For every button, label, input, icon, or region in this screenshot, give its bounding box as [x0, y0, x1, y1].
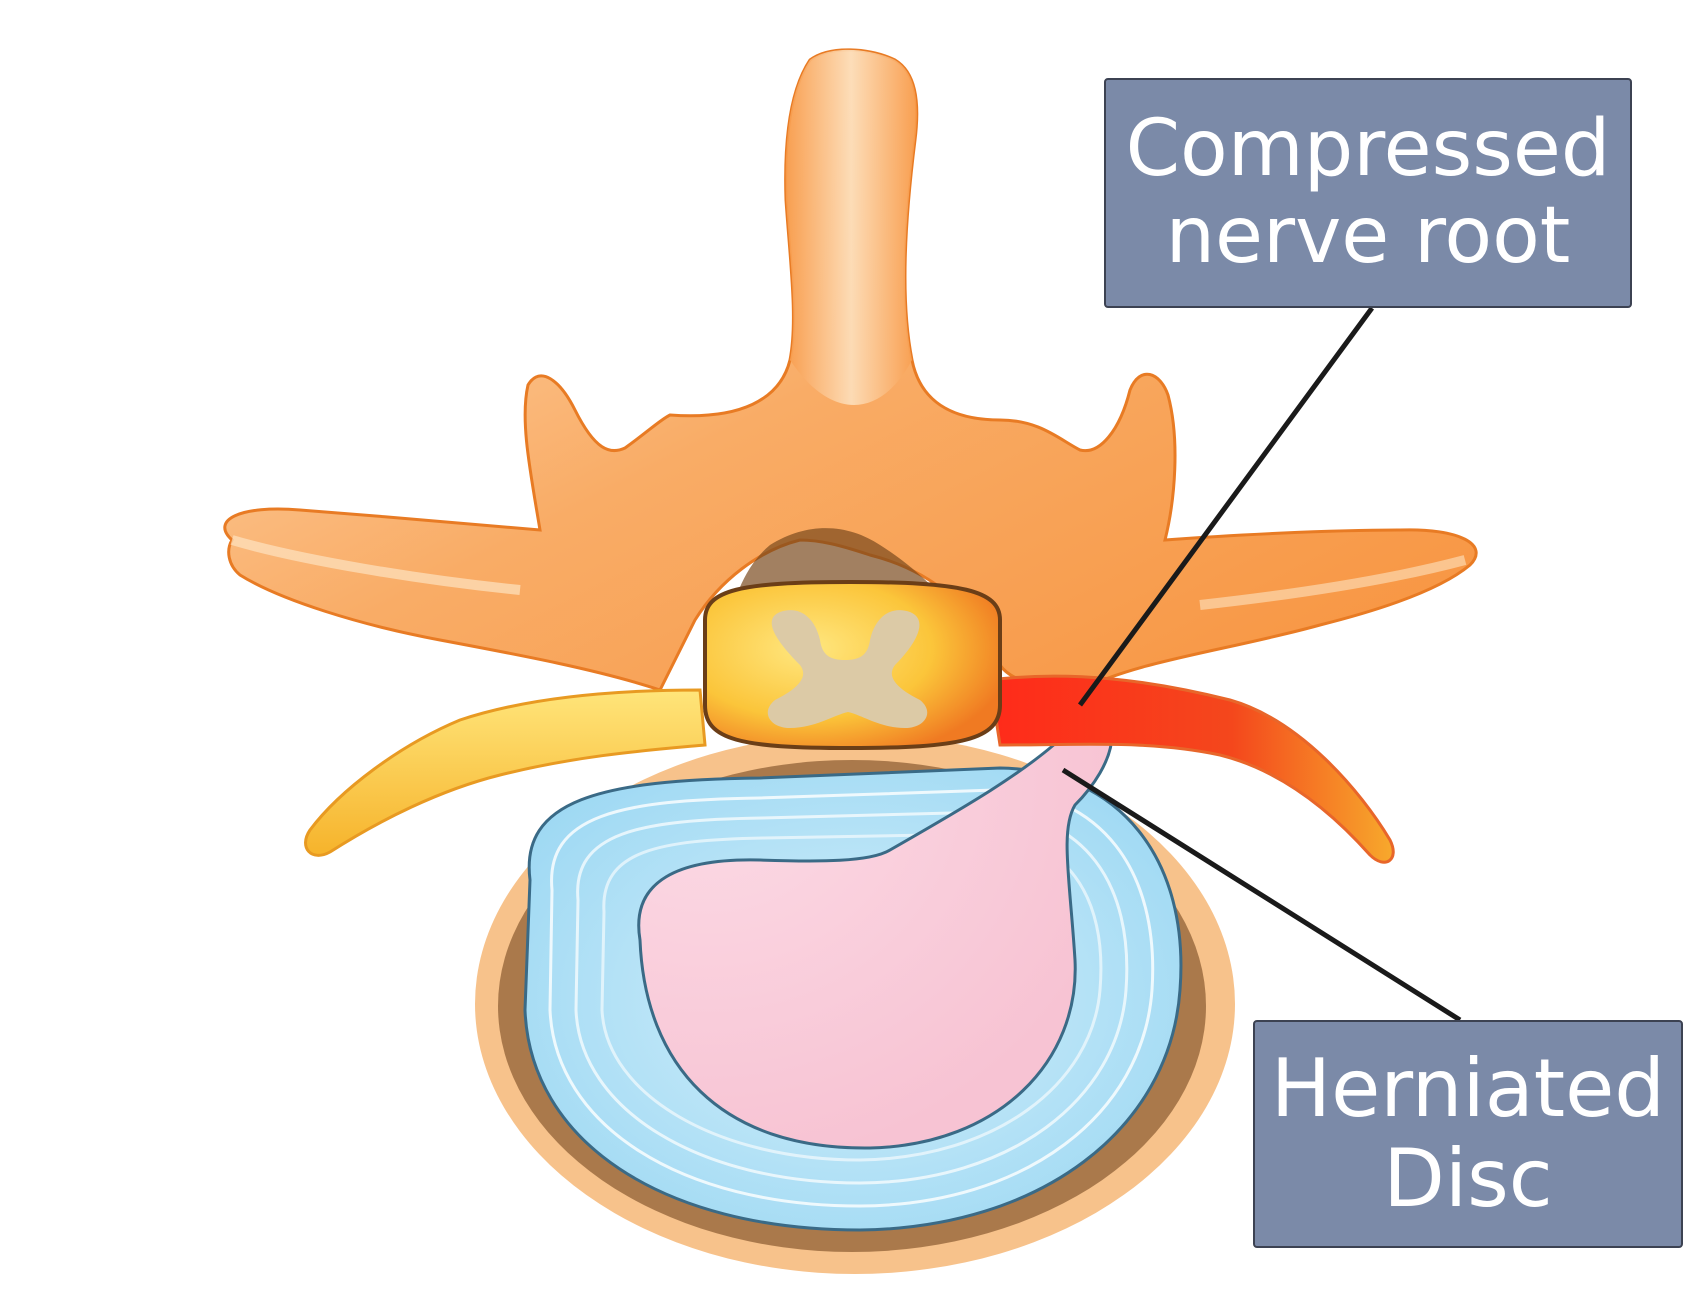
label-compressed-nerve-root: Compressed nerve root: [1104, 78, 1632, 308]
label-herniated-disc-line2: Disc: [1383, 1132, 1553, 1225]
label-herniated-disc: Herniated Disc: [1253, 1020, 1683, 1248]
vertebral-arch: [223, 48, 1478, 692]
leader-line-disc: [1061, 767, 1462, 1023]
nucleus-pulposus: [637, 713, 1114, 1150]
nerve-root-left: [304, 688, 707, 857]
gray-matter: [767, 610, 928, 728]
label-compressed-nerve-root-line2: nerve root: [1165, 191, 1571, 281]
label-herniated-disc-line1: Herniated: [1270, 1042, 1666, 1136]
label-compressed-nerve-root-line1: Compressed: [1125, 103, 1611, 194]
leader-line-nerve: [1077, 306, 1375, 707]
nerve-root-right-compressed: [988, 674, 1395, 864]
spinal-cord: [703, 579, 1002, 751]
